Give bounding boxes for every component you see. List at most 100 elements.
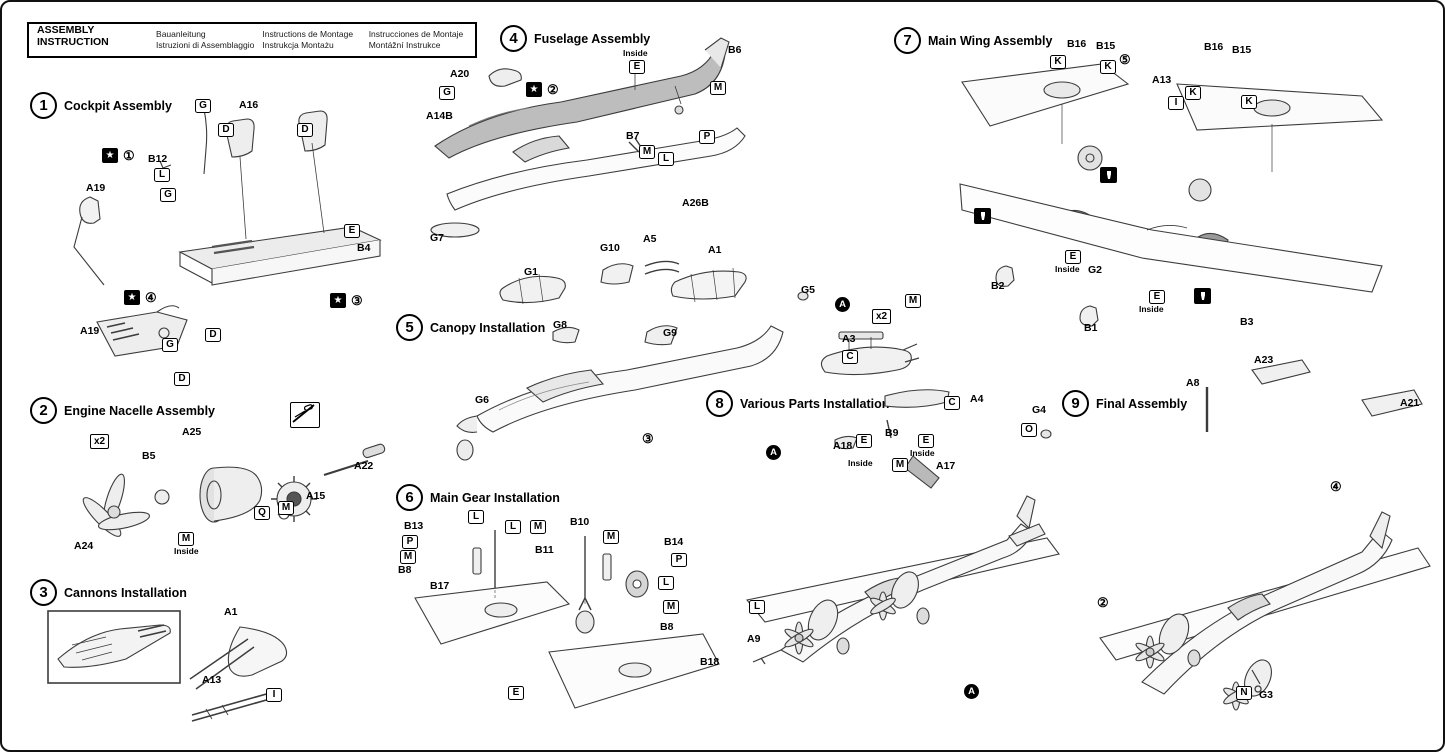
part-ref-box: E — [344, 224, 360, 238]
circled-number: ② — [547, 82, 559, 97]
part-ref-text: B5 — [142, 450, 156, 462]
part-ref-box: M — [400, 550, 416, 564]
part-ref-text: G6 — [475, 394, 490, 406]
step-2-header: 2 Engine Nacelle Assembly — [30, 397, 215, 424]
part-ref-circle-a: A — [766, 445, 781, 460]
step-title: Final Assembly — [1096, 396, 1188, 411]
step-number: 7 — [894, 27, 921, 54]
inside-label: Inside — [1139, 304, 1164, 314]
star-icon: ★ — [102, 148, 118, 163]
part-ref-box: M — [278, 501, 294, 515]
part-ref-circle-a: A — [835, 297, 850, 312]
part-ref-box: M — [639, 145, 655, 159]
part-ref-box: L — [658, 152, 674, 166]
step-number: 9 — [1062, 390, 1089, 417]
step-number: 6 — [396, 484, 423, 511]
part-ref-box: E — [1149, 290, 1165, 304]
part-ref-box: D — [174, 372, 190, 386]
header-lang-line: Montážní Instrukce — [368, 40, 441, 50]
part-ref-text: A1 — [224, 606, 238, 618]
part-ref-text: A24 — [74, 540, 94, 552]
step-5-header: 5 Canopy Installation — [396, 314, 545, 341]
part-ref-box: N — [1236, 686, 1252, 700]
part-ref-circle-a: A — [964, 684, 979, 699]
part-ref-box: Q — [254, 506, 270, 520]
part-ref-text: B15 — [1096, 40, 1116, 52]
part-ref-text: B9 — [885, 427, 899, 439]
part-ref-text: G8 — [553, 319, 568, 331]
part-ref-text: G9 — [663, 327, 678, 339]
part-ref-box: D — [205, 328, 221, 342]
step-6-illustration — [414, 530, 720, 709]
step-8-illustration — [745, 331, 1060, 665]
step-2-illustration — [82, 443, 386, 537]
part-ref-text: G7 — [430, 232, 445, 244]
part-ref-text: A19 — [80, 325, 100, 337]
step-title: Main Wing Assembly — [928, 33, 1053, 48]
paint-icon — [1194, 288, 1211, 304]
part-ref-text: A14B — [426, 110, 453, 122]
circled-number: ⑤ — [1119, 52, 1131, 67]
step-5-illustration — [456, 260, 809, 461]
step-number: 1 — [30, 92, 57, 119]
part-ref-text: A15 — [306, 490, 326, 502]
part-ref-text: A16 — [239, 99, 259, 111]
part-ref-text: A3 — [842, 333, 856, 345]
part-ref-text: B15 — [1232, 44, 1252, 56]
part-ref-text: B14 — [664, 536, 684, 548]
part-ref-box: M — [603, 530, 619, 544]
circled-number: ④ — [145, 290, 157, 305]
part-ref-text: A21 — [1400, 397, 1420, 409]
step-4-illustration — [430, 37, 746, 238]
header-lang-line: Instrucciones de Montaje — [368, 29, 464, 39]
circled-number: ① — [123, 148, 135, 163]
part-ref-text: A23 — [1254, 354, 1274, 366]
part-ref-box: D — [297, 123, 313, 137]
step-8-header: 8 Various Parts Installation — [706, 390, 889, 417]
part-ref-box: L — [749, 600, 765, 614]
part-ref-text: B7 — [626, 130, 640, 142]
part-ref-box: E — [508, 686, 524, 700]
inside-label: Inside — [1055, 264, 1080, 274]
part-ref-box: C — [944, 396, 960, 410]
step-3-header: 3 Cannons Installation — [30, 579, 187, 606]
part-ref-box: L — [658, 576, 674, 590]
part-ref-box: E — [856, 434, 872, 448]
paint-icon — [1100, 167, 1117, 183]
header-lang-line: Instrukcja Montażu — [262, 40, 334, 50]
circled-number: ③ — [642, 431, 654, 446]
part-ref-text: A5 — [643, 233, 657, 245]
part-ref-text: B1 — [1084, 322, 1098, 334]
step-3-illustration — [47, 610, 288, 722]
part-ref-text: B17 — [430, 580, 450, 592]
header-translations-fr-pl: Instructions de Montage Instrukcja Monta… — [262, 29, 368, 51]
part-ref-text: A22 — [354, 460, 374, 472]
star-icon: ★ — [330, 293, 346, 308]
part-ref-text: G2 — [1088, 264, 1103, 276]
step-number: 4 — [500, 25, 527, 52]
part-ref-box: G — [439, 86, 455, 100]
star-icon: ★ — [526, 82, 542, 97]
crossed-tool-icon — [290, 402, 320, 428]
circled-number: ④ — [1330, 479, 1342, 494]
part-ref-text: B13 — [404, 520, 424, 532]
part-ref-box: K — [1241, 95, 1257, 109]
part-ref-box: L — [154, 168, 170, 182]
part-ref-box: E — [629, 60, 645, 74]
part-ref-text: A26B — [682, 197, 709, 209]
part-ref-text: G10 — [600, 242, 620, 254]
part-ref-box: K — [1100, 60, 1116, 74]
part-ref-box: M — [710, 81, 726, 95]
part-ref-box: I — [266, 688, 282, 702]
part-ref-text: A19 — [86, 182, 106, 194]
part-ref-box: P — [671, 553, 687, 567]
part-ref-box: M — [905, 294, 921, 308]
part-ref-box: K — [1050, 55, 1066, 69]
circled-number: ② — [1097, 595, 1109, 610]
